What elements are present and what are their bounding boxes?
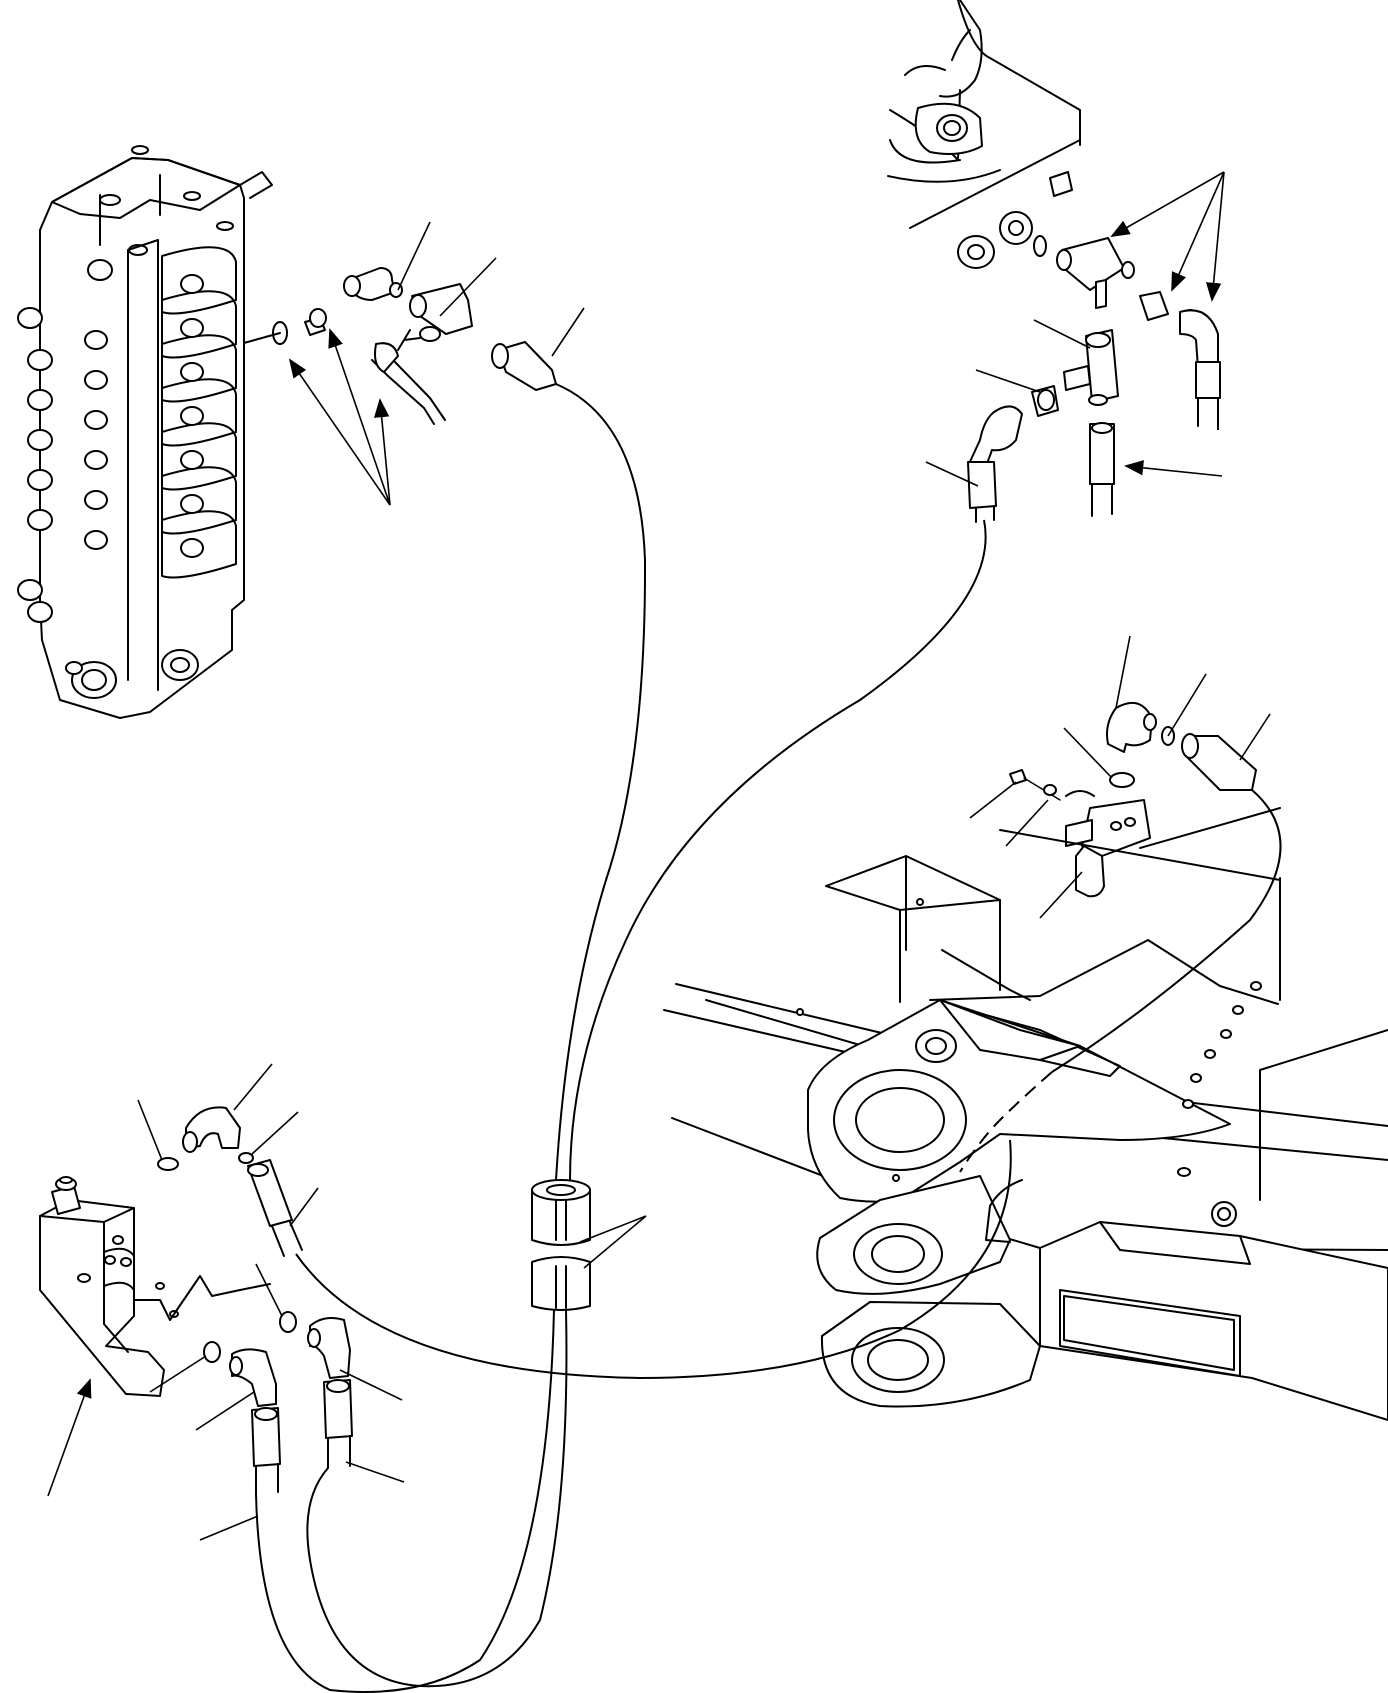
pointer-arrows-top-right [925, 171, 1225, 487]
leader-lines-switch [969, 635, 1271, 919]
elbow-fitting-icon [1106, 701, 1153, 753]
clamp-icon [531, 1189, 591, 1246]
elbow-fitting-icon [1179, 309, 1219, 369]
control-valve-assembly [17, 145, 273, 719]
hose-clamp [531, 1179, 647, 1311]
hoses [255, 383, 1282, 1693]
hose-icon [306, 1309, 568, 1688]
hose-icon [1051, 789, 1282, 1073]
o-ring-icon [238, 1152, 254, 1164]
pointer-arrows-left [288, 221, 585, 506]
hose-icon [569, 519, 987, 1181]
travel-alarm-switch-assembly [1009, 701, 1257, 898]
leader-lines-selector [47, 1063, 405, 1541]
valve-block-icon [39, 1199, 165, 1397]
boom-bracket [663, 807, 1388, 1421]
valve-spools [17, 246, 237, 623]
o-ring-icon [1161, 726, 1175, 746]
top-right-assembly [887, 0, 1221, 523]
o-ring-icon [279, 1311, 297, 1333]
elbow-fitting-icon [967, 405, 1023, 473]
hose-icon [555, 383, 647, 1181]
o-ring-icon [272, 321, 288, 345]
hose-icon [255, 1309, 555, 1693]
selector-valve-block [39, 1106, 353, 1495]
o-ring-icon [1109, 772, 1135, 788]
o-ring-icon [1033, 235, 1047, 257]
o-ring-icon [203, 1341, 221, 1363]
o-ring-icon [157, 1157, 179, 1171]
clamp-icon [531, 1256, 591, 1311]
hose-icon [295, 1139, 1012, 1380]
elbow-fitting-icon [185, 1106, 241, 1149]
control-valve-fittings [243, 267, 557, 425]
elbow-fitting-icon [309, 1317, 351, 1379]
